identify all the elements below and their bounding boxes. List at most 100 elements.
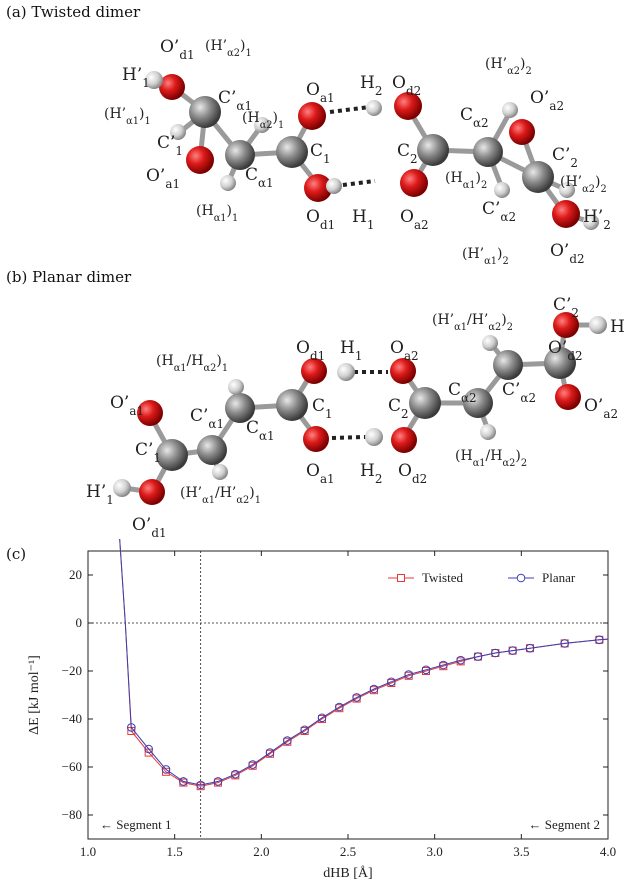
data-point-planar [387,677,396,687]
series-line-planar [119,539,609,786]
atom-od1 [301,358,327,384]
label-oa2p: O’a2 [584,396,618,421]
data-point-planar [265,748,275,757]
data-point-planar [317,713,327,723]
atom-c1 [276,389,308,421]
label-od2p: O’d2 [550,241,585,265]
label-ca1: Cα1 [246,418,275,443]
data-point-planar [369,684,379,694]
data-point-planar [231,769,240,779]
atom-ca1p [197,435,227,465]
data-point-planar [179,777,188,786]
legend: Twisted Planar [388,570,576,585]
data-point-planar [473,652,483,661]
data-point-planar [196,780,205,790]
data-point-planar [491,648,500,658]
atom-ca1 [225,393,255,423]
label-ha2p2: (H’α2)2 [485,56,532,77]
legend-label-twisted: Twisted [422,570,463,585]
atom-od1p [159,74,185,100]
y-tick-label: −20 [62,663,82,678]
atom-ha1-2 [494,182,510,198]
label-od1: Od1 [306,207,335,232]
atom-h1 [337,363,355,381]
label-od2p: O’d2 [548,338,583,363]
label-h: H [610,317,625,337]
atom-h [589,316,607,334]
data-point-planar [508,646,517,655]
data-point-planar [335,702,344,712]
label-h1: H1 [352,207,374,232]
atom-ha1p-ha2p-1 [212,464,228,480]
atom-ha2-1 [254,117,270,133]
planar-dimer-molecule: (H’α1/H’α2)2 C’2 O’d2 H (Hα1/Hα2)1 Od1 H… [86,295,625,540]
data-point-planar [127,723,136,732]
atom-oa2p [509,119,535,145]
atom-ha2p-2-r [559,182,575,198]
data-point-planar [404,670,413,679]
atom-ca1 [225,140,255,170]
label-h1p: H’1 [122,65,150,90]
data-point-planar [248,760,257,769]
legend-label-planar: Planar [542,570,576,585]
atom-c2p [544,347,576,379]
atom-c1p [189,96,221,128]
atom-ha1p-ha2p-2 [482,335,498,351]
plot-frame [87,550,609,840]
atom-h1p [145,71,163,89]
atom-ha2p-2 [502,102,518,118]
label-oa2: Oa2 [390,338,419,363]
data-point-planar [283,736,292,745]
label-oa1p: O’a1 [110,393,144,418]
atom-h2 [365,428,383,446]
label-ha1-2: (Hα1)2 [445,170,487,191]
label-od1p: O’d1 [132,515,167,540]
data-point-planar [595,635,604,645]
label-oa2p: O’a2 [530,88,564,113]
label-h2: H2 [360,461,382,486]
label-ha1p-ha2p-1: (H’α1/H’α2)1 [180,485,261,506]
atom-oa1 [303,426,329,452]
atom-ha1p-1 [170,124,186,140]
atom-ha1-ha2-1 [228,379,244,395]
label-oa1: Oa1 [306,461,335,486]
data-point-planar [213,777,223,786]
atom-oa2 [400,169,428,197]
atom-od2 [391,427,417,453]
data-point-planar [560,639,569,648]
segment-1-annotation: ← Segment 1 [100,817,172,832]
x-tick-label: 2.0 [253,844,269,859]
data-point-planar [525,643,535,653]
panel-c-label: (c) [6,545,27,563]
x-tick-label: 1.0 [80,844,96,859]
x-tick-label: 3.5 [513,844,529,859]
label-ha1p1: (H’α1)1 [104,106,151,127]
label-ha1-ha2-top: (Hα1/Hα2)1 [156,353,228,374]
data-point-planar [300,725,309,735]
label-od2: Od2 [398,461,427,486]
label-ha2-1: (Hα2)1 [242,110,284,131]
data-point-planar [144,744,153,754]
atom-od2p [553,312,579,338]
atom-od1p [139,479,165,505]
label-oa2: Oa2 [400,207,429,232]
label-ha1p2: (H’α1)2 [462,246,509,265]
atom-od2p [552,200,580,228]
atom-h1 [326,178,342,194]
atom-c1p [156,439,188,471]
label-ha1-1: (Hα1)1 [196,203,238,224]
legend-marker-twisted [397,574,405,582]
x-tick-label: 4.0 [600,844,616,859]
label-ca1p: C’α1 [218,88,252,113]
atom-ca2 [463,388,493,418]
label-c1p: C’1 [135,440,161,465]
label-c2p: C’2 [552,145,578,170]
label-ha2p2-r: (H’α2)2 [560,174,607,195]
label-h2p: H’2 [583,207,611,232]
label-c2: C2 [397,141,418,166]
atom-oa1p [186,146,214,174]
label-od2: Od2 [392,73,421,98]
label-od1: Od1 [296,338,325,363]
x-tick-label: 1.5 [167,844,183,859]
